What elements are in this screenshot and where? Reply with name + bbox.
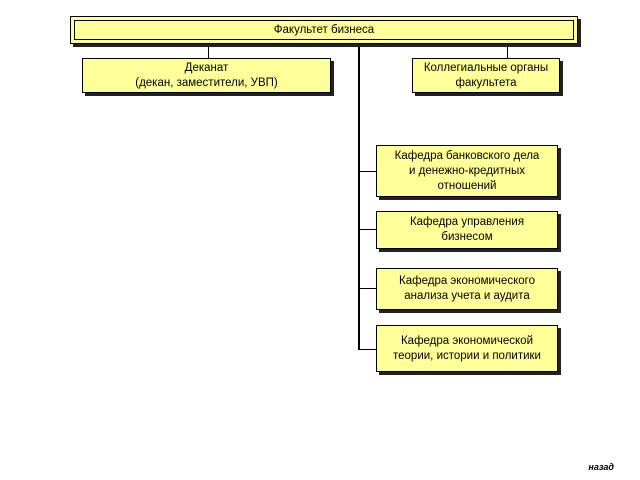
department-box-economic-theory: Кафедра экономической теории, истории и … <box>376 325 558 372</box>
connector-dean-drop <box>208 44 209 58</box>
collegial-bodies-label: Коллегиальные органы факультета <box>423 61 549 89</box>
department-label: Кафедра экономического анализа учета и а… <box>399 275 535 302</box>
department-label: Кафедра экономической теории, истории и … <box>393 334 541 362</box>
connector-dept-3 <box>358 288 376 289</box>
department-box-economic-analysis: Кафедра экономического анализа учета и а… <box>376 268 558 310</box>
root-box-label: Факультет бизнеса <box>273 23 375 36</box>
collegial-bodies-box: Коллегиальные органы факультета <box>412 58 560 93</box>
dean-office-box: Деканат (декан, заместители, УВП) <box>82 58 331 93</box>
connector-root-down <box>358 44 360 350</box>
root-box-faculty: Факультет бизнеса <box>70 16 578 44</box>
connector-collegial-drop <box>507 44 508 58</box>
department-box-business-management: Кафедра управления бизнесом <box>376 211 558 249</box>
dean-office-label: Деканат (декан, заместители, УВП) <box>135 61 278 89</box>
department-label: Кафедра управления бизнесом <box>409 216 525 243</box>
department-box-banking: Кафедра банковского дела и денежно-креди… <box>376 145 558 197</box>
department-label: Кафедра банковского дела и денежно-креди… <box>394 149 540 192</box>
connector-dept-2 <box>358 229 376 230</box>
connector-dept-4 <box>358 349 376 350</box>
connector-top-horizontal <box>208 44 508 45</box>
back-link[interactable]: назад <box>588 462 614 472</box>
connector-dept-1 <box>358 171 376 172</box>
